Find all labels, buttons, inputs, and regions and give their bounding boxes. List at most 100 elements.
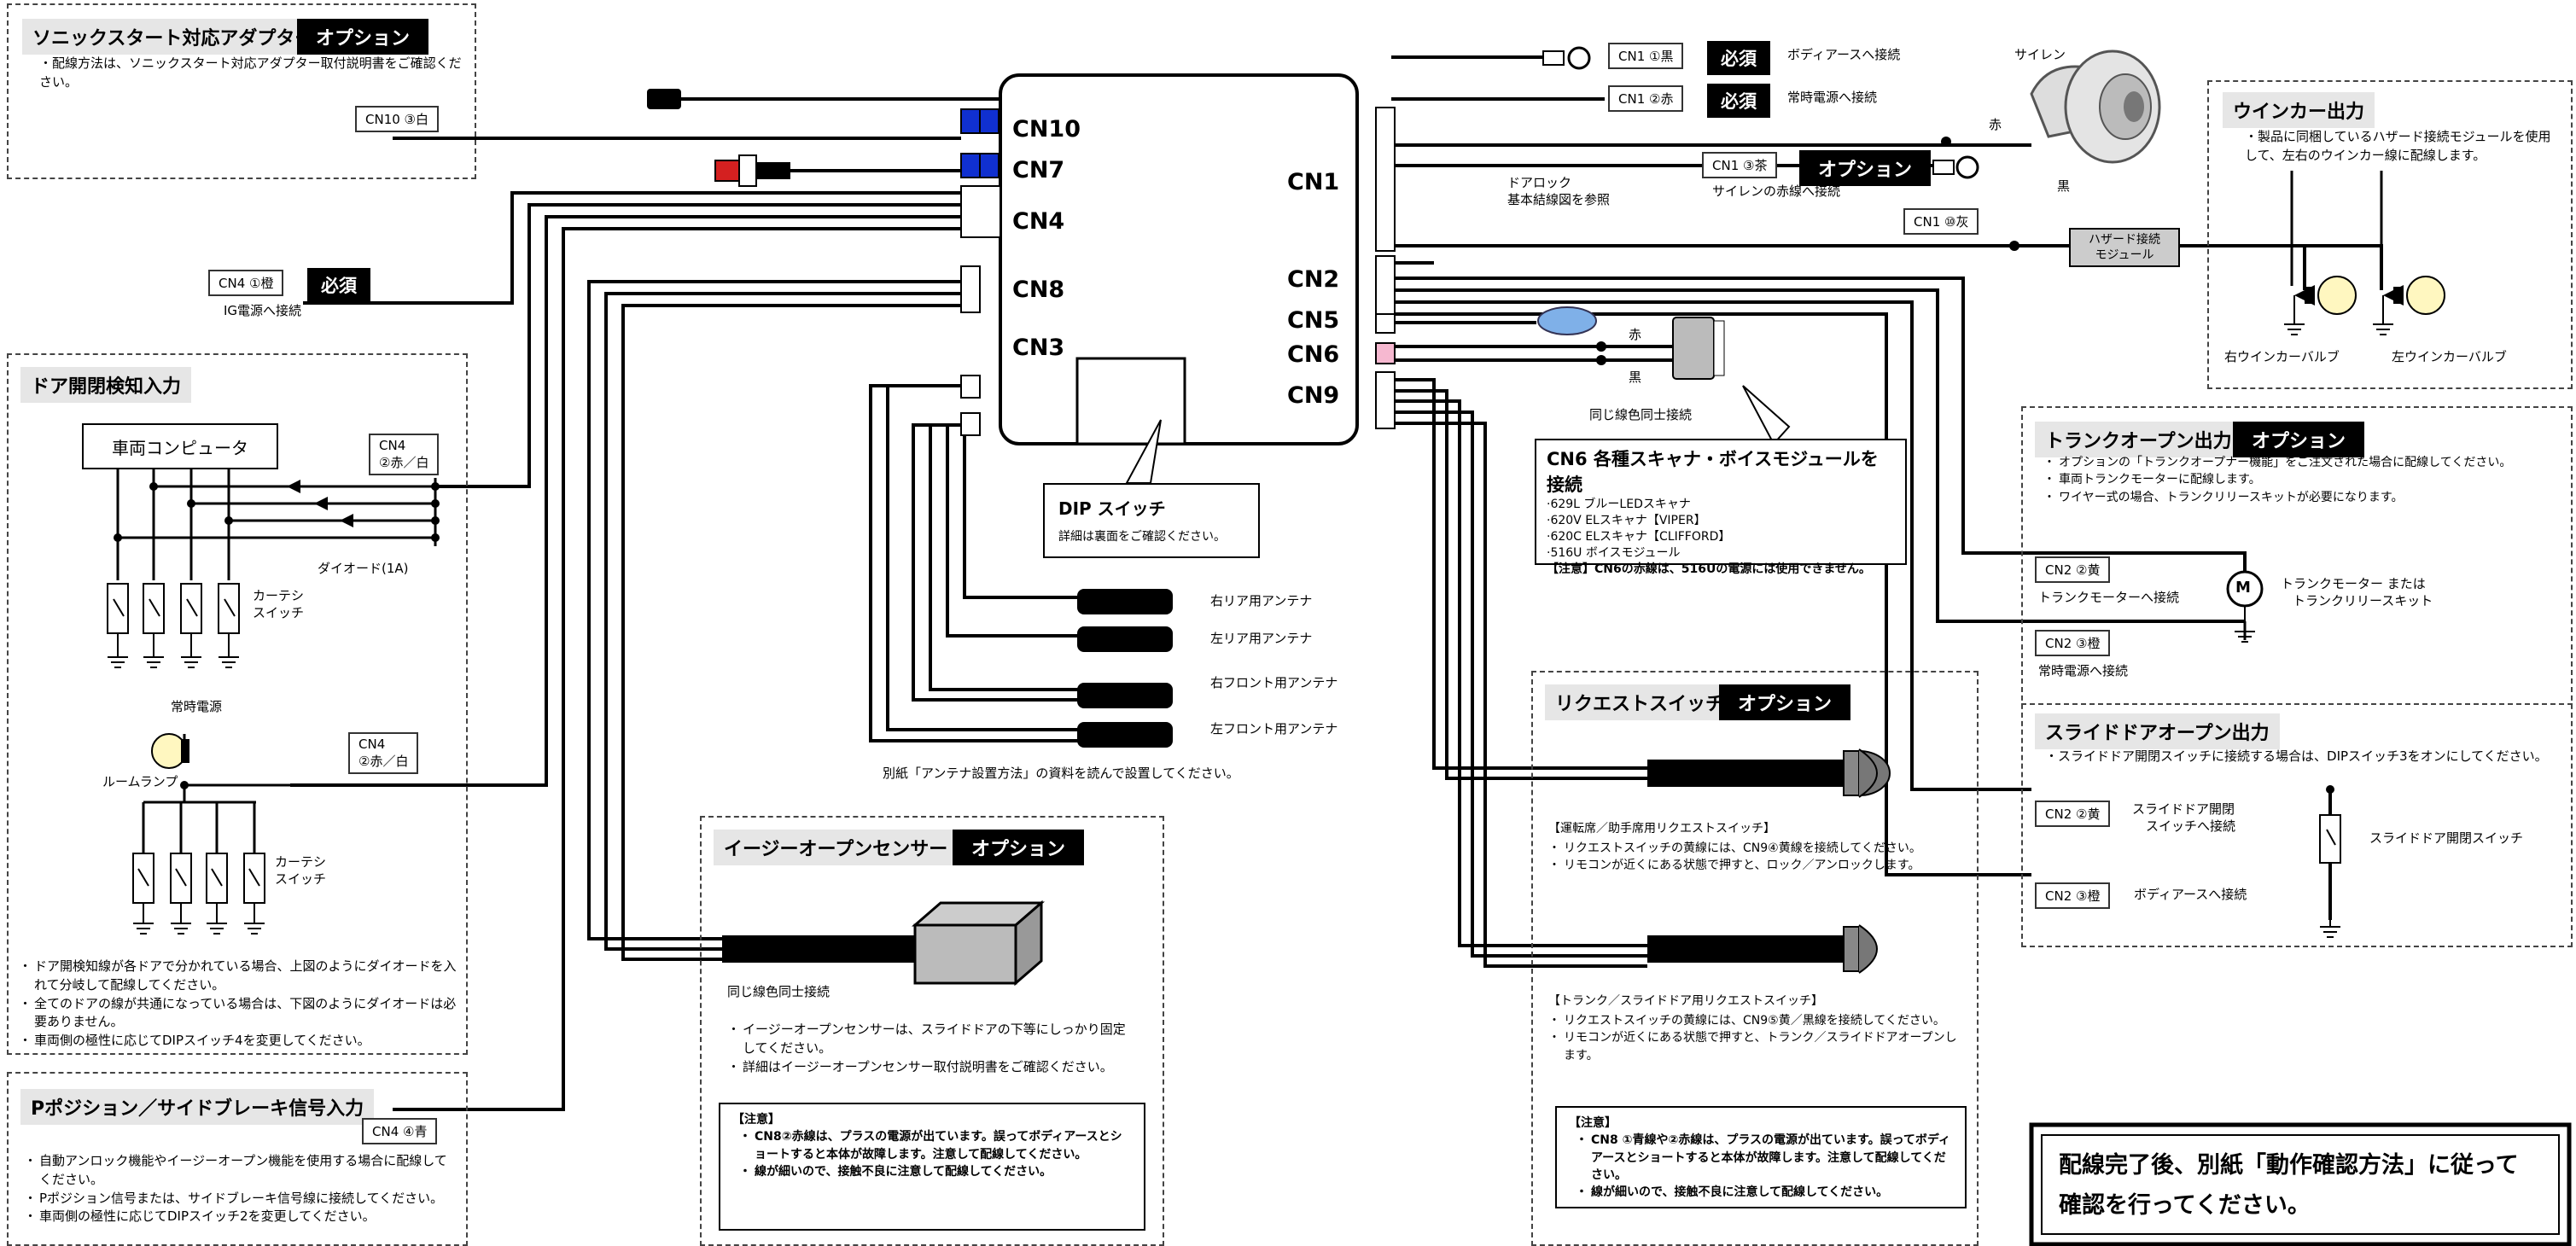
cn1-red-label: 常時電源へ接続 bbox=[1787, 90, 1878, 105]
winker-right-label: 右ウインカーバルブ bbox=[2224, 349, 2340, 364]
cn3-label: CN3 bbox=[1012, 335, 1065, 361]
cn10-plug bbox=[647, 89, 681, 109]
slide-title: スライドドアオープン出力 bbox=[2035, 713, 2280, 749]
trunk-motor-label: トランクモーター またはトランクリリースキット bbox=[2281, 576, 2433, 609]
cn6-item-1: ·629L ブルーLEDスキャナ bbox=[1547, 498, 1691, 511]
trunk-label-1: トランクモーターへ接続 bbox=[2038, 590, 2180, 605]
hazard-module-label: ハザード接続モジュール bbox=[2089, 232, 2160, 262]
cn4-label: CN4 bbox=[1012, 208, 1065, 235]
ppos-section bbox=[7, 1072, 468, 1246]
wire-cn9-5 bbox=[1391, 422, 1647, 968]
ig-label: IG電源へ接続 bbox=[224, 303, 302, 318]
siren-label: サイレン bbox=[2014, 47, 2066, 62]
wire-cn9-4 bbox=[1391, 410, 1647, 958]
cn7-red-plug bbox=[714, 160, 740, 182]
wire-antenna-lf2 bbox=[886, 384, 1093, 731]
siren-graphic bbox=[2030, 49, 2161, 164]
cn3-connector-a bbox=[960, 375, 981, 399]
slide-label-2: ボディアースへ接続 bbox=[2134, 887, 2247, 902]
easy-open-notes: イージーオープンセンサーは、スライドドアの下等にしっかり固定してください。 詳細… bbox=[727, 1021, 1137, 1076]
slide-tag-1: CN2 ②黄 bbox=[2035, 801, 2111, 827]
cn7-connector-b bbox=[979, 153, 1000, 178]
wire-cn4-ppos bbox=[393, 227, 961, 1111]
cn1-brown-label: サイレンの赤線へ接続 bbox=[1712, 183, 1841, 199]
cn5-label: CN5 bbox=[1287, 307, 1340, 334]
cn6-module bbox=[1672, 317, 1715, 380]
request-switch-1-head bbox=[1858, 748, 1878, 798]
room-lamp-circuit bbox=[142, 734, 290, 853]
wire-cn4-door1 bbox=[435, 203, 961, 488]
easy-open-cable bbox=[722, 935, 918, 963]
request-section bbox=[1531, 671, 1979, 1246]
cn9-connector bbox=[1375, 371, 1396, 429]
cn6-item-3: ·620C ELスキャナ【CLIFFORD】 bbox=[1547, 529, 1731, 544]
winker-section bbox=[2207, 80, 2573, 389]
siren-red-label: 赤 bbox=[1989, 117, 2002, 132]
cn1-label: CN1 bbox=[1287, 169, 1340, 195]
wire-cn2-const bbox=[1391, 288, 2245, 623]
wire-cn8-3 bbox=[621, 304, 961, 961]
trunk-motor-symbol: M bbox=[2235, 579, 2251, 597]
winker-left-bulb bbox=[2373, 276, 2445, 335]
vehicle-computer: 車両コンピュータ bbox=[82, 423, 278, 469]
cn8-connector bbox=[960, 265, 981, 313]
request-heading-2: 【トランク／スライドドア用リクエストスイッチ】 bbox=[1548, 994, 1823, 1008]
cn3-connector-b bbox=[960, 412, 981, 436]
antenna-label-lf: 左フロント用アンテナ bbox=[1210, 721, 1338, 737]
ppos-notes: 自動アンロック機能やイージーオープン機能を使用する場合に配線してください。 Pポ… bbox=[24, 1152, 459, 1226]
cn10-connector-b bbox=[979, 108, 1000, 134]
slide-tag-2: CN2 ③橙 bbox=[2035, 882, 2111, 909]
cn6-item-2: ·620V ELスキャナ【VIPER】 bbox=[1547, 513, 1706, 527]
cn6-black-label: 黒 bbox=[1629, 370, 1642, 385]
antenna-lf bbox=[1077, 722, 1173, 748]
antenna-lr bbox=[1077, 626, 1173, 652]
winker-left-label: 左ウインカーバルブ bbox=[2392, 349, 2507, 364]
antenna-label-lr: 左リア用アンテナ bbox=[1210, 631, 1313, 646]
easy-open-same-color: 同じ線色同士接続 bbox=[727, 984, 830, 999]
trunk-tag-1: CN2 ②黄 bbox=[2035, 556, 2111, 583]
wire-cn9-3 bbox=[1391, 399, 1647, 947]
wire-antenna-lr bbox=[946, 423, 1093, 638]
request-option-badge: オプション bbox=[1719, 684, 1851, 720]
winker-right-bulb bbox=[2284, 276, 2357, 335]
ring-terminal-black bbox=[1567, 46, 1591, 70]
sonic-option-badge: オプション bbox=[297, 19, 429, 55]
hazard-module-box bbox=[2069, 228, 2180, 267]
wire-cn8-1 bbox=[587, 280, 961, 940]
wire-cn9-2 bbox=[1391, 389, 1647, 780]
cn1-connector bbox=[1375, 107, 1396, 252]
easy-open-title: イージーオープンセンサー bbox=[714, 830, 959, 865]
diode-label: ダイオード(1A) bbox=[318, 561, 409, 576]
request-caution: 【注意】 CN8 ①青線や②赤線は、プラスの電源が出ています。誤ってボディアース… bbox=[1555, 1106, 1967, 1208]
wire-cn9-1 bbox=[1391, 378, 1647, 770]
sonic-tag: CN10 ③白 bbox=[355, 106, 439, 132]
cn1-gray-tag: CN1 ⑩灰 bbox=[1903, 208, 1979, 235]
siren-black-label: 黒 bbox=[2057, 178, 2071, 194]
dip-switch-window bbox=[1075, 357, 1186, 445]
sonic-title: ソニックスタート対応アダプター bbox=[22, 19, 324, 55]
cn1-black-label: ボディアースへ接続 bbox=[1787, 47, 1901, 62]
final-notice: 配線完了後、別紙「動作確認方法」に従って 確認を行ってください。 bbox=[2059, 1145, 2519, 1226]
trunk-label-2: 常時電源へ接続 bbox=[2038, 663, 2129, 678]
cn1-brown-tag: CN1 ③茶 bbox=[1702, 152, 1778, 178]
slide-door-switch bbox=[2319, 814, 2341, 864]
cn6-caution: 【注意】CN6の赤線は、516Uの電源には使用できません。 bbox=[1547, 562, 1871, 576]
sonic-note: ・配線方法は、ソニックスタート対応アダプター取付説明書をご確認ください。 bbox=[39, 55, 462, 90]
ig-required-badge: 必須 bbox=[307, 268, 370, 302]
trunk-slide-section bbox=[2021, 406, 2573, 947]
wire-cn2-slide1 bbox=[1391, 300, 2031, 791]
winker-note: ・製品に同梱しているハザード接続モジュールを使用して、左右のウインカー線に配線し… bbox=[2245, 129, 2551, 163]
cn1-brown-option: オプション bbox=[1799, 150, 1932, 186]
ig-tag: CN4 ①橙 bbox=[208, 270, 284, 296]
antenna-label-rf: 右フロント用アンテナ bbox=[1210, 675, 1338, 690]
wire-cn8-2 bbox=[604, 292, 961, 951]
trunk-option-badge: オプション bbox=[2233, 422, 2365, 457]
wire-cn2-trunk bbox=[1391, 277, 2247, 589]
cn6-item-4: ·516U ボイスモジュール bbox=[1547, 545, 1681, 560]
cn6-info-box: CN6 各種スキャナ・ボイスモジュールを接続 ·629L ブルーLEDスキャナ … bbox=[1535, 439, 1907, 576]
courtesy-switch-label-1: カーテシスイッチ bbox=[253, 588, 305, 621]
led-scanner bbox=[1537, 306, 1597, 335]
cn10-connector-a bbox=[960, 108, 981, 134]
